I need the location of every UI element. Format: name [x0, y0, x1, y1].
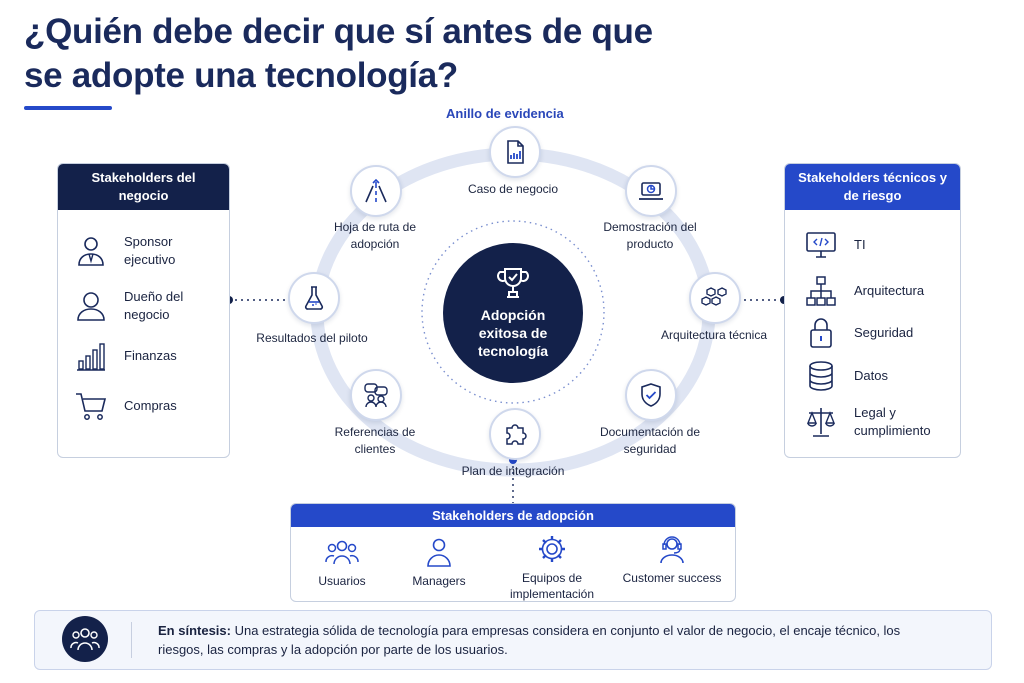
business-item-finance: Finanzas: [74, 339, 214, 373]
summary-box: [34, 610, 992, 670]
ring-node-resultados-piloto: Resultados del piloto: [256, 331, 368, 345]
technical-item-legal: Legal y cumplimiento: [804, 404, 944, 440]
business-item-label: Dueño del negocio: [124, 289, 184, 322]
gear-icon: [539, 536, 565, 562]
technical-item-label: Legal y cumplimiento: [854, 405, 931, 438]
adoption-panel-title: Stakeholders de adopción: [291, 504, 735, 527]
users-icon: [325, 540, 359, 565]
center-label: Adopción exitosa de tecnología: [477, 307, 548, 359]
team-icon: [62, 616, 108, 662]
lock-icon: [810, 318, 832, 348]
center-goal: Adopción exitosa de tecnología: [443, 243, 583, 383]
ring-node-referencias-clientes: Referencias de clientes: [334, 425, 416, 456]
cart-icon: [76, 393, 107, 420]
adoption-item-label: Managers: [412, 574, 466, 588]
technical-item-label: Arquitectura: [854, 283, 925, 298]
document-chart-icon: [489, 126, 541, 178]
scales-icon: [806, 408, 836, 437]
chat-people-icon: [350, 369, 402, 421]
road-icon: [350, 165, 402, 217]
technical-item-seguridad: Seguridad: [804, 316, 944, 350]
hierarchy-icon: [806, 276, 836, 306]
inner-dotted-circle: [421, 220, 605, 404]
headset-icon: [660, 536, 684, 564]
technical-item-label: Seguridad: [854, 325, 914, 340]
page-title: ¿Quién debe decir que sí antes de que se…: [24, 10, 653, 98]
ring-node-caso-de-negocio: Caso de negocio: [467, 182, 559, 196]
business-item-purchasing: Compras: [74, 389, 214, 423]
title-underline: [24, 106, 112, 110]
technical-item-arquitectura: Arquitectura: [804, 274, 944, 308]
shield-check-icon: [625, 369, 677, 421]
business-item-owner: Dueño del negocio: [74, 288, 214, 324]
adoption-item-label: Usuarios: [318, 574, 366, 588]
executive-icon: [78, 237, 104, 266]
ring-node-documentacion-seguridad: Documentación de seguridad: [599, 425, 701, 456]
summary-text: En síntesis: Una estrategia sólida de te…: [158, 621, 918, 659]
ring-node-hoja-de-ruta: Hoja de ruta de adopción: [333, 220, 417, 251]
ring-node-plan-integracion: Plan de integración: [461, 464, 565, 478]
business-item-label: Compras: [124, 398, 177, 413]
technical-panel-title: Stakeholders técnicos y de riesgo: [785, 164, 960, 210]
business-item-label: Finanzas: [124, 348, 177, 363]
flask-icon: [288, 272, 340, 324]
laptop-chart-icon: [625, 165, 677, 217]
cubes-icon: [689, 272, 741, 324]
monitor-code-icon: [806, 232, 836, 258]
summary-lead: En síntesis:: [158, 623, 231, 638]
bar-chart-icon: [77, 343, 105, 371]
adoption-item-label: Equipos de implementación: [509, 571, 595, 601]
ring-label: Anillo de evidencia: [446, 106, 564, 121]
technical-item-label: Datos: [854, 368, 888, 383]
business-panel-title: Stakeholders del negocio: [58, 164, 229, 210]
technical-stakeholders-panel: Stakeholders técnicos y de riesgo: [784, 163, 961, 458]
adoption-stakeholders-panel: Stakeholders de adopción: [290, 503, 736, 602]
business-item-sponsor: Sponsor ejecutivo: [74, 233, 214, 269]
summary-divider: [131, 622, 132, 658]
adoption-item-customer-success: Customer success: [617, 534, 727, 586]
adoption-item-equipos: Equipos de implementación: [497, 534, 607, 602]
technical-item-ti: TI: [804, 228, 944, 262]
technical-item-label: TI: [854, 237, 866, 252]
adoption-item-label: Customer success: [622, 571, 722, 585]
title-line-2: se adopte una tecnología?: [24, 56, 458, 95]
ring-node-demostracion: Demostración del producto: [603, 220, 697, 251]
user-icon: [77, 292, 105, 321]
puzzle-icon: [489, 408, 541, 460]
technical-item-datos: Datos: [804, 359, 944, 393]
database-icon: [809, 361, 833, 391]
title-line-1: ¿Quién debe decir que sí antes de que: [24, 12, 653, 51]
business-item-label: Sponsor ejecutivo: [124, 234, 176, 267]
ring-node-arquitectura-tecnica: Arquitectura técnica: [660, 328, 768, 342]
trophy-icon: [497, 268, 529, 298]
summary-body: Una estrategia sólida de tecnología para…: [158, 623, 901, 657]
manager-icon: [427, 538, 451, 567]
adoption-item-managers: Managers: [384, 537, 494, 589]
adoption-item-usuarios: Usuarios: [287, 537, 397, 589]
